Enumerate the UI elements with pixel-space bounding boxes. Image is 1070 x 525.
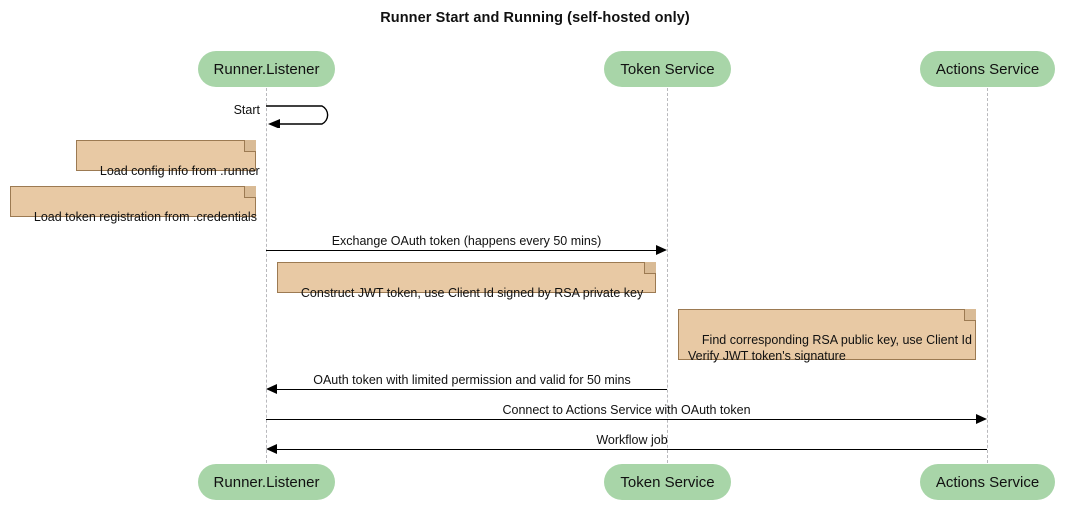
note-text: Load config info from .runner bbox=[99, 164, 260, 178]
participant-label: Actions Service bbox=[935, 473, 1040, 491]
lifeline-actions-service bbox=[987, 88, 988, 463]
message-connect-actions-arrowhead bbox=[976, 414, 987, 424]
message-oauth-response-label: OAuth token with limited permission and … bbox=[313, 373, 631, 387]
note-text: Load token registration from .credential… bbox=[33, 210, 257, 224]
participant-runner-listener-bottom[interactable]: Runner.Listener bbox=[198, 464, 335, 500]
message-start-label: Start bbox=[233, 103, 260, 117]
message-workflow-job-arrowhead bbox=[266, 444, 277, 454]
message-connect-actions-line bbox=[266, 419, 976, 420]
message-exchange-oauth-arrowhead bbox=[656, 245, 667, 255]
message-workflow-job-line bbox=[277, 449, 987, 450]
message-exchange-oauth-label: Exchange OAuth token (happens every 50 m… bbox=[331, 234, 602, 248]
participant-label: Actions Service bbox=[935, 60, 1040, 78]
participant-label: Runner.Listener bbox=[213, 60, 320, 78]
note-fold-corner bbox=[244, 186, 256, 198]
note-fold-corner bbox=[964, 309, 976, 321]
diagram-title: Runner Start and Running (self-hosted on… bbox=[380, 10, 690, 26]
note-load-token-registration: Load token registration from .credential… bbox=[10, 186, 257, 224]
note-fold-corner bbox=[244, 140, 256, 152]
participant-token-service-top[interactable]: Token Service bbox=[604, 51, 731, 87]
message-workflow-job-label: Workflow job bbox=[596, 433, 668, 447]
participant-label: Runner.Listener bbox=[213, 473, 320, 491]
participant-label: Token Service bbox=[620, 473, 715, 491]
participant-label: Token Service bbox=[620, 60, 715, 78]
note-text: Construct JWT token, use Client Id signe… bbox=[300, 286, 644, 300]
message-connect-actions-label: Connect to Actions Service with OAuth to… bbox=[502, 403, 751, 417]
message-exchange-oauth-line bbox=[266, 250, 656, 251]
lifeline-token-service bbox=[667, 88, 668, 463]
message-start-selfloop bbox=[266, 102, 338, 129]
lifeline-runner-listener bbox=[266, 88, 267, 463]
message-oauth-response-line bbox=[277, 389, 667, 390]
participant-actions-service-bottom[interactable]: Actions Service bbox=[920, 464, 1055, 500]
note-fold-corner bbox=[644, 262, 656, 274]
participant-token-service-bottom[interactable]: Token Service bbox=[604, 464, 731, 500]
note-verify-jwt: Find corresponding RSA public key, use C… bbox=[678, 309, 976, 363]
selfloop-path bbox=[266, 105, 329, 129]
note-text: Find corresponding RSA public key, use C… bbox=[688, 333, 972, 363]
participant-runner-listener-top[interactable]: Runner.Listener bbox=[198, 51, 335, 87]
note-load-config: Load config info from .runner bbox=[76, 140, 260, 178]
note-construct-jwt: Construct JWT token, use Client Id signe… bbox=[277, 262, 656, 300]
participant-actions-service-top[interactable]: Actions Service bbox=[920, 51, 1055, 87]
message-oauth-response-arrowhead bbox=[266, 384, 277, 394]
